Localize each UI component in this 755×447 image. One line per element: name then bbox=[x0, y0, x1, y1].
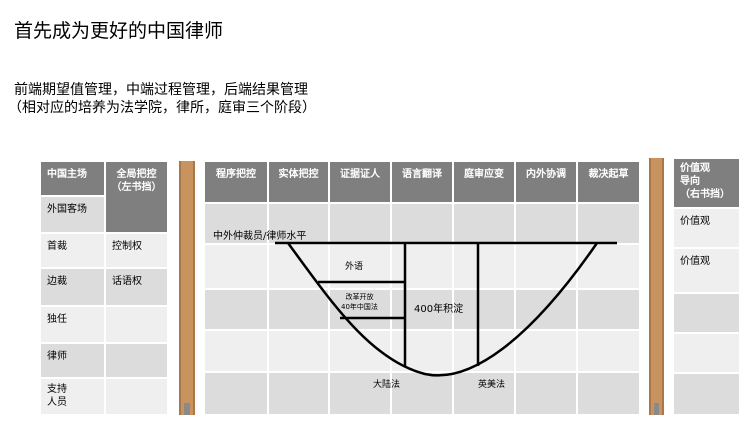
subtitle-line-1: 前端期望值管理，中端过程管理，后端结果管理 bbox=[14, 82, 308, 98]
left-row-label-3: 边裁 bbox=[40, 268, 105, 306]
basin-curve bbox=[286, 242, 599, 377]
left-row-value-4 bbox=[105, 306, 168, 343]
left-row-label-4: 独任 bbox=[40, 306, 105, 343]
left-row-label-6: 支持 人员 bbox=[40, 378, 105, 415]
subtitle-line-2: （相对应的培养为法学院，律所，庭审三个阶段） bbox=[8, 100, 316, 116]
left-row-label-5: 律师 bbox=[40, 343, 105, 378]
right-row-4 bbox=[673, 333, 740, 373]
mid-header-3: 语言翻译 bbox=[391, 161, 453, 203]
right-header-values: 价值观 导向 （右书挡） bbox=[673, 158, 740, 208]
left-row-label-0: 中国主场 bbox=[40, 161, 105, 196]
left-row-value-3: 话语权 bbox=[105, 268, 168, 306]
page-title: 首先成为更好的中国律师 bbox=[14, 20, 224, 42]
left-row-label-1: 外国客场 bbox=[40, 196, 105, 233]
mid-header-1: 实体把控 bbox=[268, 161, 329, 203]
common-law-label: 英美法 bbox=[478, 380, 506, 390]
right-row-3 bbox=[673, 293, 740, 333]
mid-header-2: 证据证人 bbox=[329, 161, 391, 203]
left-row-value-6 bbox=[105, 378, 168, 415]
mid-header-0: 程序把控 bbox=[204, 161, 268, 203]
left-header-global-control: 全局把控 （左书挡） bbox=[105, 161, 168, 233]
left-row-value-2: 控制权 bbox=[105, 233, 168, 268]
top-line-label: 中外仲裁员/律师水平 bbox=[213, 231, 307, 242]
left-bookend-pillar bbox=[179, 161, 195, 415]
right-item-1: 价值观 bbox=[673, 248, 740, 293]
mid-header-6: 裁决起草 bbox=[577, 161, 640, 203]
left-row-label-2: 首裁 bbox=[40, 233, 105, 268]
left-row-value-5 bbox=[105, 343, 168, 378]
mid-header-4: 庭审应变 bbox=[453, 161, 515, 203]
right-row-5 bbox=[673, 373, 740, 415]
mid-header-5: 内外协调 bbox=[515, 161, 577, 203]
reform-label: 改革开放 40年中国法 bbox=[341, 293, 378, 311]
foreign-language-label: 外语 bbox=[345, 262, 364, 272]
right-item-0: 价值观 bbox=[673, 208, 740, 248]
accumulation-label: 400年积淀 bbox=[414, 304, 464, 315]
continental-law-label: 大陆法 bbox=[373, 380, 401, 390]
right-bookend-pillar bbox=[649, 158, 664, 415]
